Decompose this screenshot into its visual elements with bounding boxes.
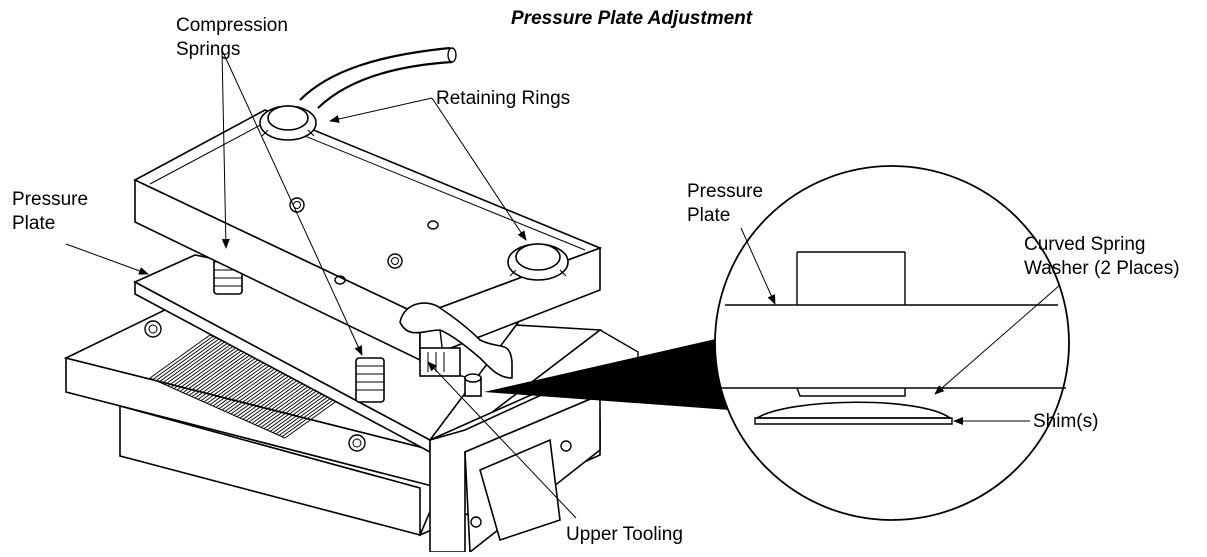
retaining-ring-top (259, 105, 317, 141)
label-curved-spring-washer: Curved Spring Washer (2 Places) (1024, 234, 1180, 279)
comb-tooth (209, 361, 271, 406)
comb-tooth (251, 379, 313, 424)
comb-tooth (266, 386, 328, 431)
comb-tooth (257, 382, 319, 427)
comb-tooth (248, 378, 310, 423)
comb-tooth (197, 355, 259, 400)
comb-tooth (239, 374, 301, 419)
comb-tooth (203, 358, 265, 403)
comb-tooth (245, 377, 307, 422)
comb-tooth (170, 343, 232, 388)
comb-tooth (218, 365, 280, 410)
comb-tooth (242, 375, 304, 420)
comb-tooth (179, 347, 241, 392)
leader-lines (65, 49, 1061, 519)
label-compression-springs: Compression Springs (176, 15, 288, 60)
comb-tooth (164, 341, 226, 386)
comb-tooth (155, 337, 217, 382)
comb-tooth (206, 359, 268, 404)
detail-view (714, 165, 1070, 521)
comb-tooth (263, 385, 325, 430)
comb-tooth (227, 369, 289, 414)
comb-teeth (149, 334, 346, 439)
screw-icon (144, 320, 366, 452)
comb-tooth (158, 338, 220, 383)
comb-tooth (215, 363, 277, 408)
comb-tooth (149, 334, 211, 379)
comb-tooth (260, 383, 322, 428)
comb-tooth (212, 362, 274, 407)
comb-tooth (161, 339, 223, 384)
comb-tooth (182, 349, 244, 394)
comb-tooth (176, 346, 238, 391)
cable (299, 46, 457, 109)
comb-tooth (269, 387, 331, 432)
comb-tooth (188, 351, 250, 396)
comb-tooth (221, 366, 283, 411)
retaining-ring-right (507, 243, 569, 281)
upper-housing (133, 109, 603, 379)
compression-spring-right (355, 357, 385, 403)
detail-projection-wedge (484, 338, 730, 410)
comb-tooth (281, 393, 343, 438)
locating-pin (464, 373, 482, 397)
comb-tooth (200, 357, 262, 402)
comb-tooth (185, 350, 247, 395)
comb-tooth (233, 371, 295, 416)
comb-tooth (167, 342, 229, 387)
comb-tooth (224, 367, 286, 412)
comb-tooth (236, 373, 298, 418)
diagram-title: Pressure Plate Adjustment (511, 8, 753, 29)
comb-tooth (254, 381, 316, 426)
comb-tooth (152, 335, 214, 380)
label-upper-tooling: Upper Tooling (566, 524, 683, 545)
comb-tooth (191, 353, 253, 398)
comb-tooth (173, 345, 235, 390)
label-pressure-plate: Pressure Plate (12, 189, 89, 234)
label-retaining-rings: Retaining Rings (436, 88, 571, 109)
comb-tooth (275, 390, 337, 435)
label-pressure-plate-detail: Pressure Plate (687, 181, 764, 226)
hole-icon (334, 220, 439, 285)
comb-tooth (284, 394, 346, 439)
label-shims: Shim(s) (1033, 411, 1099, 432)
comb-tooth (272, 389, 334, 434)
comb-tooth (278, 391, 340, 436)
comb-tooth (194, 354, 256, 399)
comb-tooth (230, 370, 292, 415)
